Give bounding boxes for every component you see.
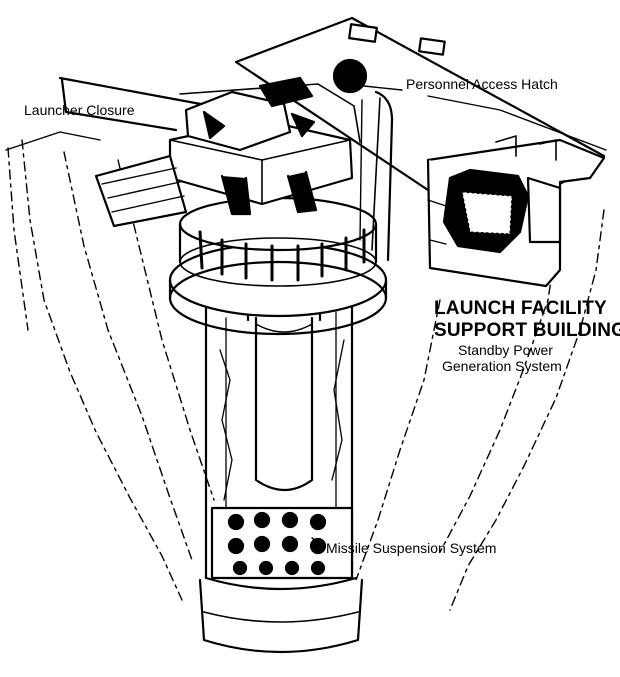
- support-building-label-line2: SUPPORT BUILDING: [434, 320, 620, 341]
- headworks-collar: [168, 196, 388, 336]
- standby-power-label-line2: Generation System: [442, 358, 562, 374]
- support-building-label-line1: LAUNCH FACILITY: [434, 298, 607, 319]
- launcher-closure-door: [94, 76, 361, 228]
- missile-suspension-label: Missile Suspension System: [326, 540, 497, 556]
- launcher-closure-label: Launcher Closure: [24, 102, 135, 118]
- access-hatch: [332, 58, 403, 262]
- earth-cutaway: [7, 139, 605, 611]
- support-building: [426, 135, 606, 288]
- suspension-system: [210, 506, 354, 580]
- personnel-access-hatch-label: Personnel Access Hatch: [406, 76, 558, 92]
- silo-base: [198, 576, 364, 654]
- standby-power-label-line1: Standby Power: [458, 342, 553, 358]
- missile-body: [246, 298, 322, 491]
